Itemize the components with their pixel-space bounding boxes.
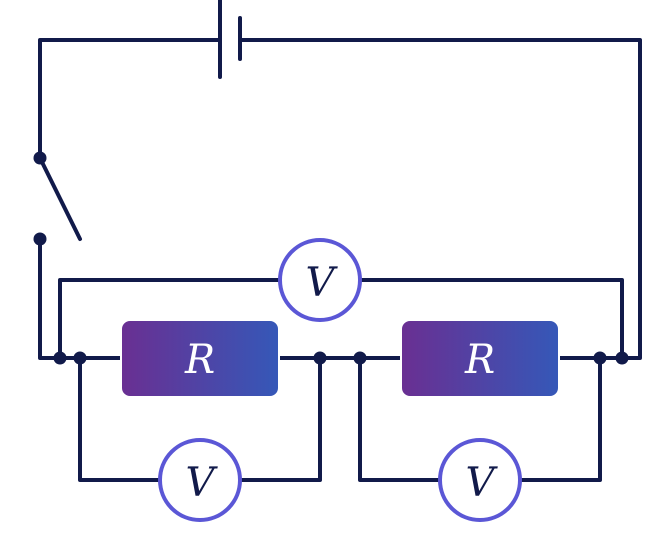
junction-dot bbox=[615, 351, 629, 365]
voltmeter-label: V bbox=[186, 460, 219, 506]
wire-top-voltmeter bbox=[58, 278, 282, 360]
junction-dot bbox=[73, 351, 87, 365]
wire-top-left bbox=[38, 38, 222, 160]
wire-top-voltmeter-right bbox=[358, 278, 624, 360]
battery-icon bbox=[218, 0, 242, 79]
resistor-r2: R bbox=[400, 319, 560, 398]
voltmeter-label: V bbox=[306, 260, 339, 306]
junction-dot bbox=[53, 351, 67, 365]
wire-right-voltmeter-right bbox=[518, 356, 602, 482]
wire-switch-down bbox=[38, 237, 62, 360]
junction-dot bbox=[313, 351, 327, 365]
resistor-label: R bbox=[184, 337, 215, 383]
resistor-label: R bbox=[464, 337, 495, 383]
wire-right-voltmeter bbox=[358, 356, 442, 482]
voltmeter-left: V bbox=[158, 438, 242, 522]
wire-left-voltmeter bbox=[78, 356, 162, 482]
junction-dot bbox=[593, 351, 607, 365]
voltmeter-top: V bbox=[278, 238, 362, 322]
voltmeter-right: V bbox=[438, 438, 522, 522]
voltmeter-label: V bbox=[466, 460, 499, 506]
switch-icon bbox=[33, 151, 82, 246]
wire-top-right bbox=[238, 38, 642, 360]
wire-left-voltmeter-right bbox=[238, 356, 322, 482]
junction-dot bbox=[353, 351, 367, 365]
resistor-r1: R bbox=[120, 319, 280, 398]
